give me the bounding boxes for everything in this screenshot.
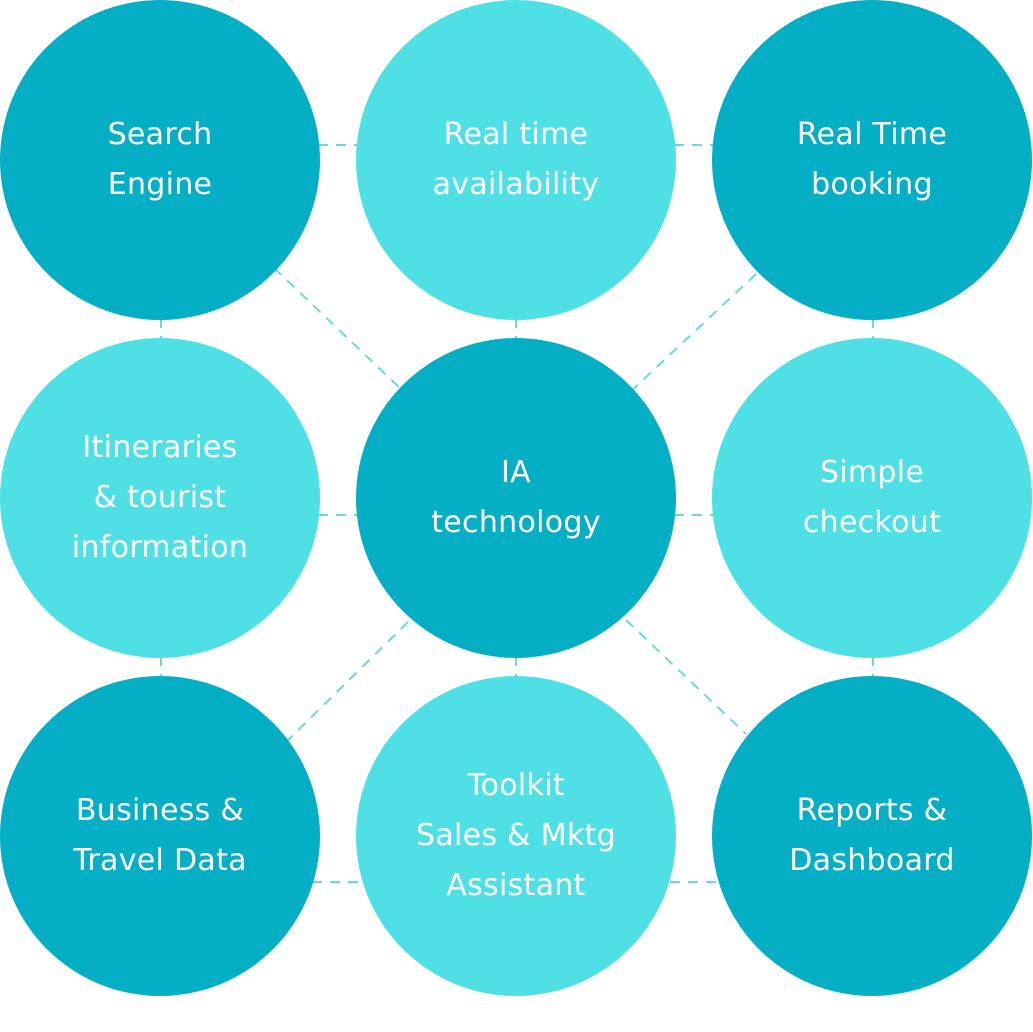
node-label: Real time availability: [432, 117, 600, 202]
node-label: Simple checkout: [802, 455, 942, 540]
node-label: Search Engine: [107, 117, 213, 202]
node-simple-checkout: Simple checkout: [712, 338, 1032, 658]
connector-booking-ia: [629, 273, 757, 393]
node-label: IA technology: [431, 455, 601, 540]
node-search-engine: Search Engine: [0, 0, 320, 320]
node-reports-dashboard: Reports & Dashboard: [712, 676, 1032, 996]
node-ia-technology: IA technology: [356, 338, 676, 658]
connector-ia-reports: [625, 619, 747, 735]
node-real-time-availability: Real time availability: [356, 0, 676, 320]
node-business-travel-data: Business & Travel Data: [0, 676, 320, 996]
node-real-time-booking: Real Time booking: [712, 0, 1032, 320]
node-itineraries: Itineraries & tourist information: [0, 338, 320, 658]
node-label: Itineraries & tourist information: [71, 430, 249, 565]
node-label: Toolkit Sales & Mktg Assistant: [416, 768, 616, 903]
node-toolkit: Toolkit Sales & Mktg Assistant: [356, 676, 676, 996]
connector-search-ia: [273, 267, 403, 391]
node-label: Real Time booking: [796, 117, 948, 202]
node-label: Reports & Dashboard: [789, 793, 955, 878]
node-label: Business & Travel Data: [73, 793, 247, 878]
connector-ia-business: [285, 621, 409, 743]
